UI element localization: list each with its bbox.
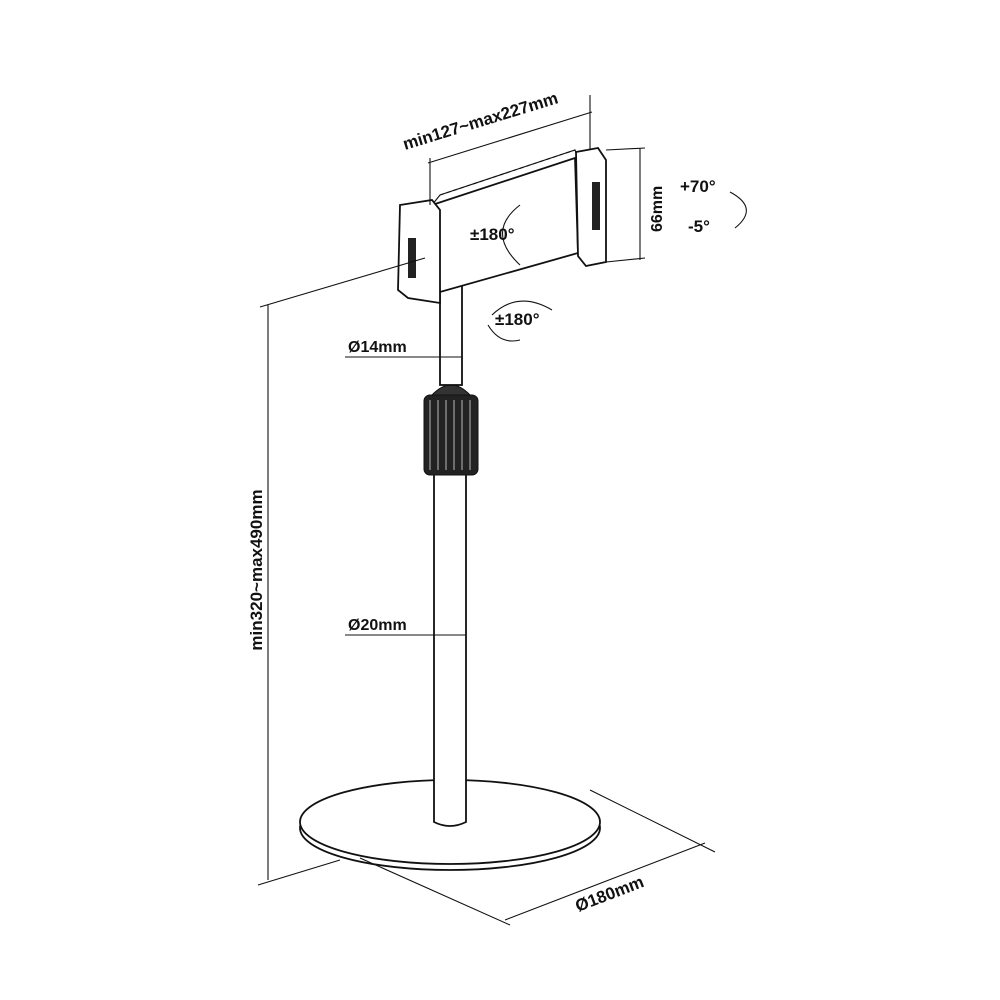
tilt-down-label: -5° [688,217,710,236]
tilt-up-label: +70° [680,177,716,196]
base-diameter-label: Ø180mm [573,872,647,915]
clamp-width-label: min127~max227mm [401,89,561,154]
lower-pole [433,469,467,827]
dimension-lines [257,95,747,926]
height-range-label: min320~max490mm [247,489,266,650]
height-adjust-knob [423,384,479,476]
upper-pole-diameter-label: Ø14mm [348,339,407,356]
tablet-clamp [397,147,607,305]
upper-pole [439,284,463,386]
plate-rotation-label: ±180° [470,225,515,244]
clamp-height-label: 66mm [649,186,666,232]
swivel-rotation-label: ±180° [495,310,540,329]
lower-pole-diameter-label: Ø20mm [348,617,407,634]
